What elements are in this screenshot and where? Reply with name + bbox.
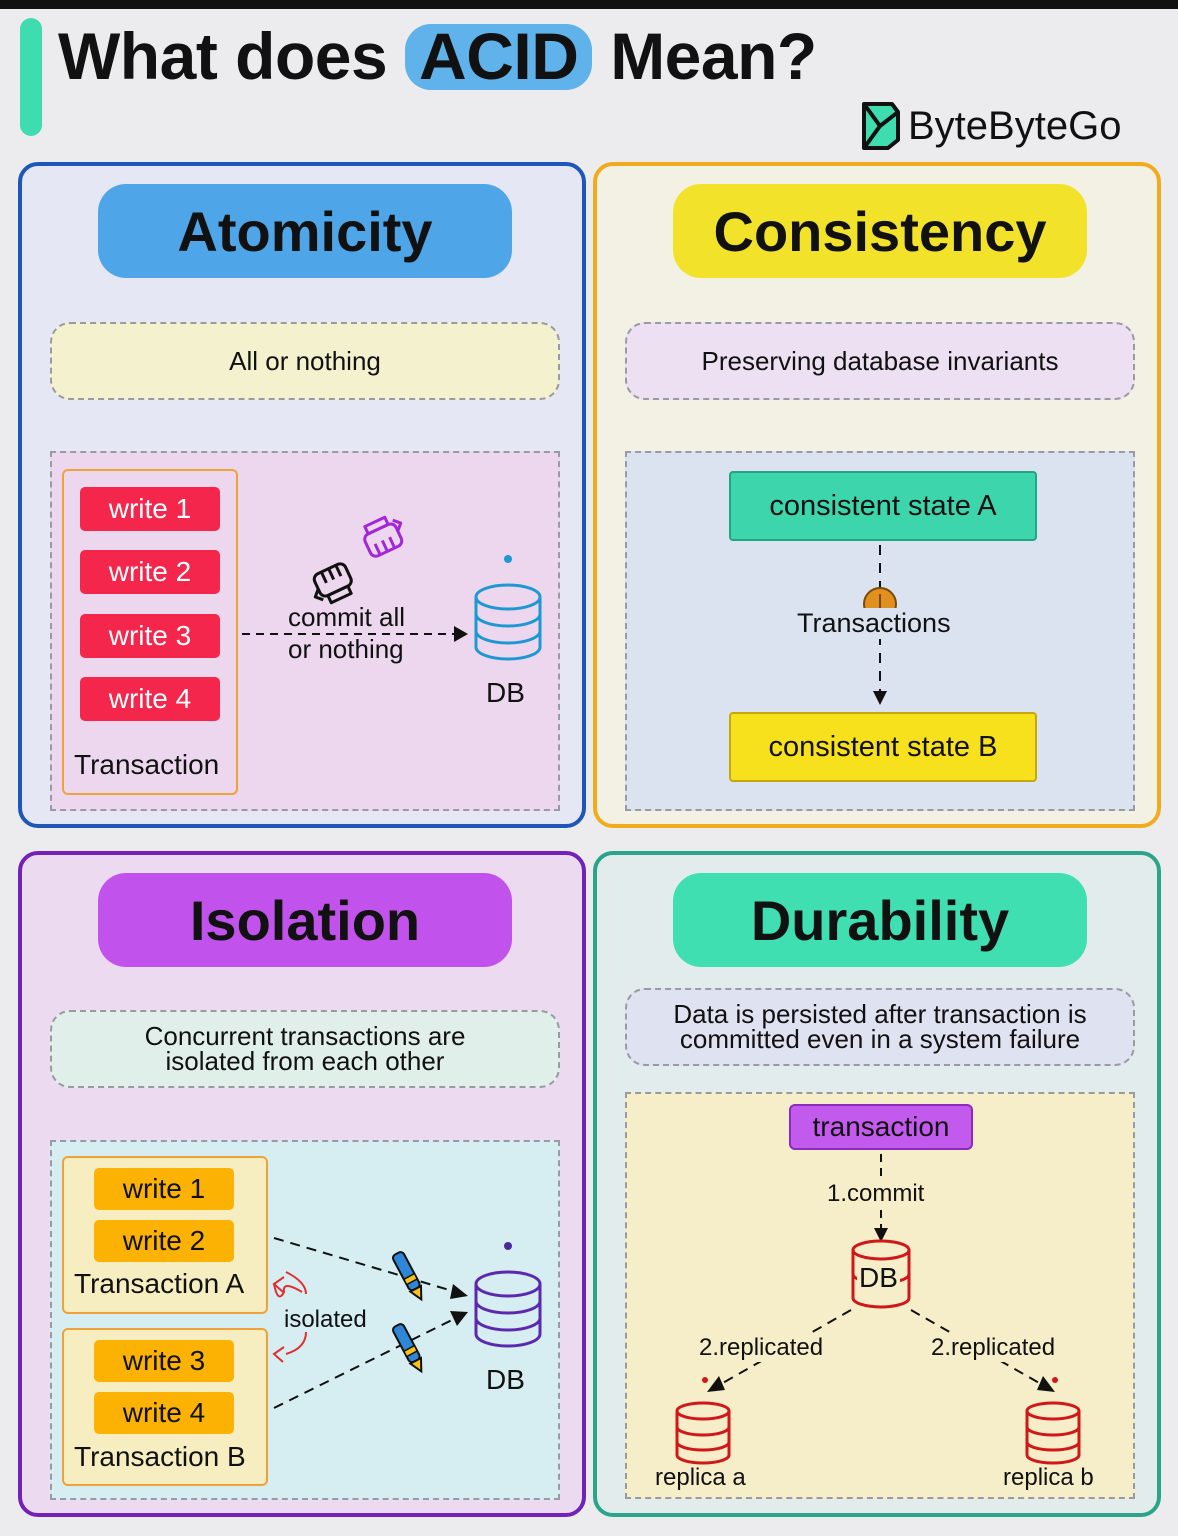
- write-box: write 4: [80, 677, 220, 721]
- replicated-label-left: 2.replicated: [699, 1334, 824, 1362]
- write-box: write 1: [94, 1168, 234, 1210]
- atomicity-heading: Atomicity: [98, 184, 512, 278]
- consistency-heading: Consistency: [673, 184, 1087, 278]
- transaction-label: Transaction: [74, 749, 220, 780]
- red-database-icon: [1023, 1400, 1083, 1471]
- consistency-diagram: consistent state A Transactions consiste…: [625, 451, 1135, 811]
- database-icon: [472, 1240, 546, 1357]
- write-box: write 2: [80, 550, 220, 594]
- isolation-description-line-1: Concurrent transactions are: [144, 1021, 466, 1051]
- commit-label: 1.commit: [827, 1180, 925, 1208]
- bytebytego-logo-icon: [858, 100, 900, 152]
- brand: ByteByteGo: [858, 98, 1121, 154]
- replicated-label-right: 2.replicated: [931, 1334, 1056, 1362]
- write-box: write 2: [94, 1220, 234, 1262]
- durability-panel: Durability Data is persisted after trans…: [593, 851, 1161, 1517]
- isolation-diagram: write 1 write 2 Transaction A write 3 wr…: [50, 1140, 560, 1500]
- consistent-state-a: consistent state A: [729, 471, 1037, 541]
- atomicity-description: All or nothing: [50, 322, 560, 400]
- fist-icon: [354, 515, 408, 570]
- write-box: write 3: [94, 1340, 234, 1382]
- write-box: write 4: [94, 1392, 234, 1434]
- transaction-box: [62, 469, 238, 795]
- durability-description-line-1: Data is persisted after transaction is: [673, 999, 1087, 1029]
- transaction-a-label: Transaction A: [74, 1268, 245, 1299]
- atomicity-diagram: write 1 write 2 write 3 write 4 Transact…: [50, 451, 560, 811]
- isolation-description: Concurrent transactions are isolated fro…: [50, 1010, 560, 1088]
- transaction-b-label: Transaction B: [74, 1441, 246, 1472]
- title-highlight: ACID: [405, 16, 593, 96]
- db-label: DB: [857, 1262, 900, 1294]
- durability-arrows: [702, 1154, 1058, 1392]
- red-database-icon: [673, 1400, 733, 1471]
- pen-icon: [390, 1246, 430, 1311]
- commit-label-2: or nothing: [288, 634, 404, 664]
- consistency-description: Preserving database invariants: [625, 322, 1135, 400]
- db-label: DB: [486, 677, 525, 708]
- consistent-state-b: consistent state B: [729, 712, 1037, 782]
- title-part-1: What does: [58, 19, 388, 93]
- write-box: write 1: [80, 487, 220, 531]
- db-label: DB: [486, 1364, 525, 1395]
- pen-icon: [390, 1318, 430, 1383]
- durability-description-line-2: committed even in a system failure: [679, 1024, 1081, 1054]
- transactions-label: Transactions: [795, 608, 953, 639]
- fist-icon: [308, 555, 362, 610]
- durability-description: Data is persisted after transaction is c…: [625, 988, 1135, 1066]
- top-border: [0, 0, 1178, 9]
- write-box: write 3: [80, 614, 220, 658]
- isolation-arrows: [272, 1237, 468, 1409]
- page-title: What does ACID Mean?: [58, 16, 817, 96]
- durability-heading: Durability: [673, 873, 1087, 967]
- title-part-2: Mean?: [610, 19, 817, 93]
- consistency-panel: Consistency Preserving database invarian…: [593, 162, 1161, 828]
- commit-label-1: commit all: [288, 602, 406, 632]
- title-accent-bar: [20, 18, 42, 136]
- replica-b-label: replica b: [1003, 1464, 1094, 1491]
- replica-a-label: replica a: [655, 1464, 746, 1491]
- atomicity-arrow: [242, 626, 468, 642]
- isolation-panel: Isolation Concurrent transactions are is…: [18, 851, 586, 1517]
- durability-diagram: transaction 1.commit DB 2.replicated 2.r: [625, 1092, 1135, 1499]
- atomicity-panel: Atomicity All or nothing write 1 write 2…: [18, 162, 586, 828]
- brand-name: ByteByteGo: [908, 103, 1122, 148]
- database-icon: [472, 553, 546, 670]
- isolation-heading: Isolation: [98, 873, 512, 967]
- transaction-box: transaction: [789, 1104, 973, 1150]
- isolated-label: isolated: [284, 1306, 367, 1333]
- isolation-description-line-2: isolated from each other: [165, 1046, 445, 1076]
